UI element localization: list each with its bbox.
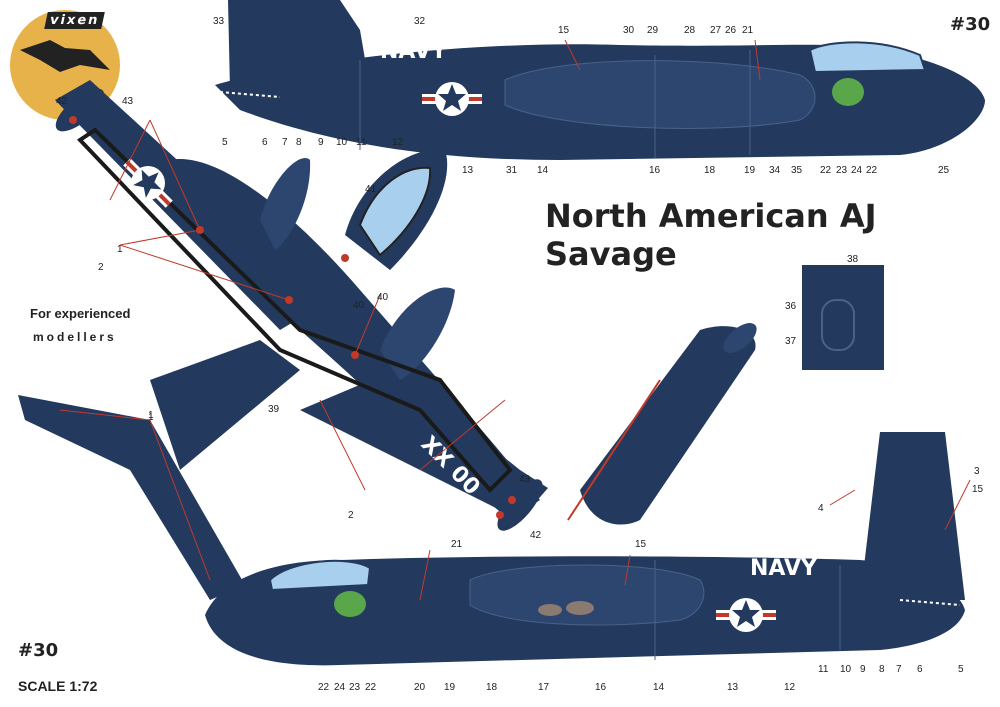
callout-label: 20 [414,682,426,693]
plan-view [18,80,548,600]
callout-label: 40 [353,300,365,311]
callout-label: 1 [117,244,123,255]
note-experienced: For experienced [30,306,131,321]
callout-label: 43 [519,474,531,485]
note-modellers: modellers [33,330,117,344]
callout-label: 29 [647,25,659,36]
callout-label: 32 [414,16,426,27]
scale-label: SCALE 1:72 [18,678,98,694]
callout-label: 7 [282,137,288,148]
callout-label: 5 [958,664,964,675]
callout-label: 34 [769,165,781,176]
callout-label: 33 [213,16,225,27]
scheme-number-bottom: #30 [18,640,59,661]
callout-label: 6 [262,137,268,148]
callout-label: 13 [462,165,474,176]
callout-label: 13 [727,682,739,693]
callout-label: 37 [785,336,797,347]
callout-label: 43 [122,96,134,107]
callout-label: 4 [818,503,824,514]
callout-label: 11 [818,664,829,675]
callout-label: 10 [336,137,348,148]
detail-inset [802,265,884,370]
callout-label: 9 [318,137,324,148]
callout-label: 6 [917,664,923,675]
callout-label: 15 [635,539,647,550]
callout-label: 22 [365,682,377,693]
bottom-side-view [205,432,965,666]
callout-label: 40 [377,292,389,303]
callout-label: 14 [537,165,549,176]
callout-label: 14 [653,682,665,693]
navy-marking-top: NAVY [380,39,448,64]
top-side-view [215,0,985,160]
callout-label: 12 [392,137,404,148]
callout-label: 39 [268,404,280,415]
callout-label: 16 [595,682,607,693]
callout-label: 22 [866,165,878,176]
callout-label: 8 [879,664,885,675]
callout-label: 17 [538,682,550,693]
callout-label: 22 [820,165,832,176]
callout-label: 1 [148,412,154,423]
callout-label: 42 [56,96,68,107]
callout-label: 24 [851,165,863,176]
callout-label: 28 [684,25,696,36]
callout-label: 21 [451,539,463,550]
callout-label: 31 [506,165,518,176]
callout-label: 2 [98,262,104,273]
callout-label: 18 [704,165,716,176]
fox-silhouette-icon [20,40,110,72]
callout-label: 41 [365,184,377,195]
callout-label: 23 [836,165,848,176]
callout-label: 2 [348,510,354,521]
callout-label: 18 [486,682,498,693]
callout-label: 42 [530,530,542,541]
callout-label: 1 [148,410,154,421]
callout-label: 19 [744,165,756,176]
callout-label: 30 [623,25,635,36]
callout-label: 25 [938,165,950,176]
callout-label: 3 [974,466,980,477]
scheme-number-top: #30 [950,14,991,35]
navy-marking-bottom: NAVY [750,556,818,581]
page-title: North American AJ Savage [545,197,877,273]
callout-label: 10 [840,664,852,675]
callout-label: 26 [725,25,737,36]
callout-label: 9 [860,664,866,675]
callout-label: 24 [334,682,346,693]
callout-label: 15 [558,25,570,36]
callout-label: 23 [349,682,361,693]
nacelle-detail [567,323,757,525]
callout-label: 5 [222,137,228,148]
callout-label: 27 [710,25,722,36]
callout-label: 11 [356,137,367,148]
callout-label: 35 [791,165,803,176]
callout-label: 16 [649,165,661,176]
callout-label: 12 [784,682,796,693]
callout-label: 38 [847,254,859,265]
callout-label: 19 [444,682,456,693]
callout-label: 7 [896,664,902,675]
callout-label: 22 [318,682,330,693]
callout-label: 21 [742,25,754,36]
callout-label: 8 [296,137,302,148]
callout-label: 15 [972,484,984,495]
callout-label: 36 [785,301,797,312]
callout-leaders [59,39,971,601]
